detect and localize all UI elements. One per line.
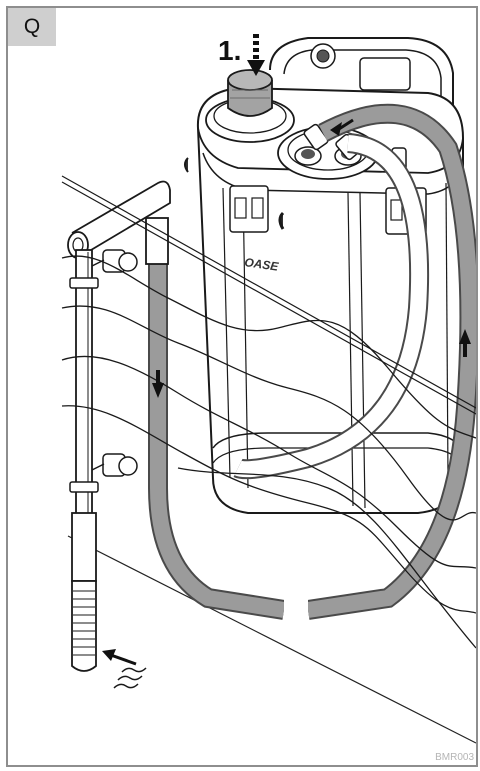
water-lines	[61, 255, 476, 649]
figure-ref-code: BMR003	[435, 752, 474, 763]
hose-suction	[148, 253, 286, 620]
hose-inlet	[233, 133, 430, 480]
figure-frame: Q	[6, 6, 478, 767]
panel-label: Q	[8, 8, 56, 46]
water-flow-squiggles	[113, 667, 147, 689]
filler-cap	[227, 69, 273, 117]
step-label: 1.	[218, 35, 241, 66]
flow-arrow-up	[459, 329, 471, 344]
filter-diagram: OASE	[61, 34, 476, 744]
wire-line-2	[61, 181, 476, 415]
flow-arrow-connector	[330, 122, 342, 136]
intake-arrow	[102, 649, 137, 666]
floor-line	[67, 535, 476, 744]
push-down-arrow	[247, 34, 265, 76]
hose-outlet	[306, 103, 476, 620]
flow-arrow-down	[152, 383, 164, 398]
intake-pipe	[67, 180, 171, 672]
wire-line	[61, 175, 476, 409]
brand-logo: OASE	[244, 255, 281, 274]
hose-break	[284, 596, 308, 624]
